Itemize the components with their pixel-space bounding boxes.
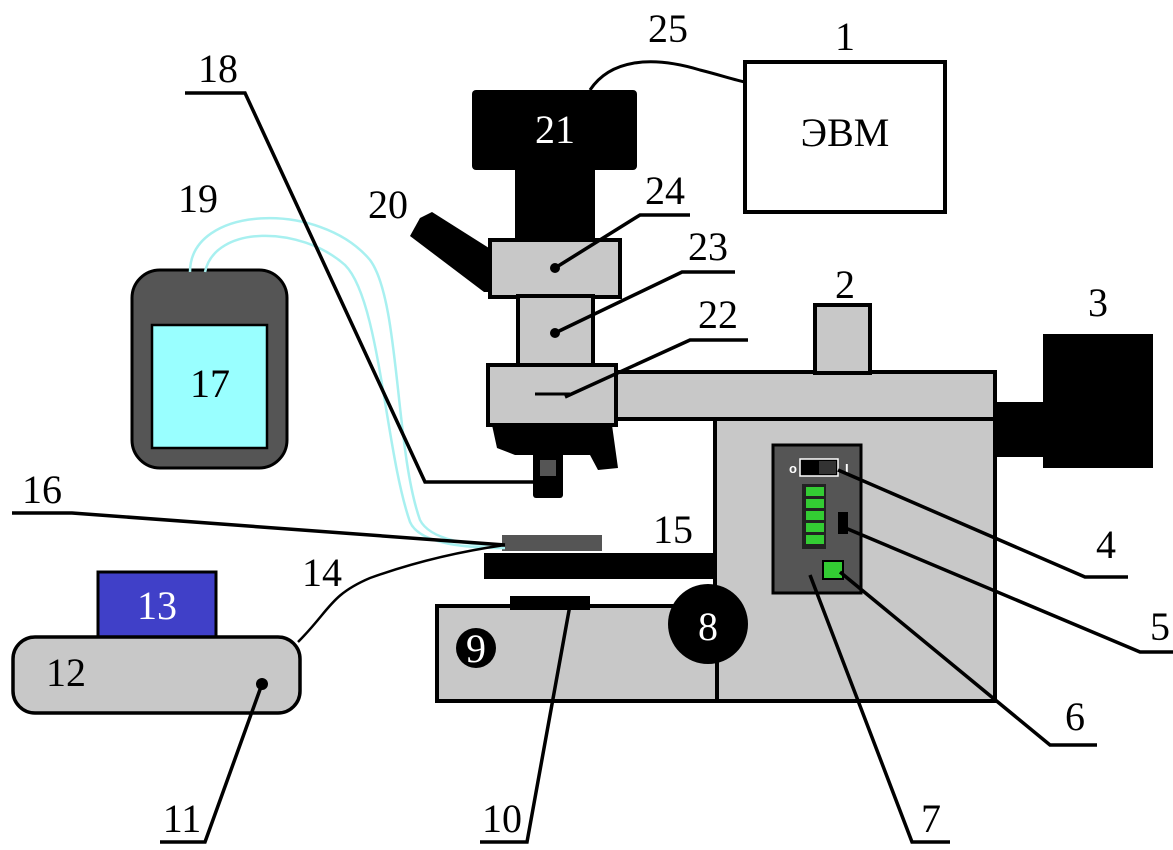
green-button[interactable]: [822, 560, 844, 580]
label-3: 3: [1088, 280, 1108, 325]
label-25: 25: [648, 6, 688, 51]
camera-label: 21: [535, 107, 575, 152]
module-24: [488, 238, 622, 299]
nosepiece: [492, 425, 618, 470]
switch-on-mark: I: [845, 461, 849, 476]
label-18: 18: [198, 46, 238, 91]
label-24: 24: [645, 168, 685, 213]
small-knob[interactable]: [838, 512, 848, 534]
label-20: 20: [368, 182, 408, 227]
label-16: 16: [22, 467, 62, 512]
focus-knob[interactable]: 8: [668, 584, 748, 664]
reservoir: 17: [130, 268, 289, 470]
microscope-arm: [608, 370, 997, 421]
switch-off-mark: o: [789, 461, 797, 476]
label-6: 6: [1065, 694, 1085, 739]
label-14: 14: [302, 550, 342, 595]
label-22: 22: [698, 292, 738, 337]
label-7: 7: [921, 796, 941, 841]
stage-knob-label: 9: [466, 626, 486, 671]
camera: 21: [472, 90, 637, 243]
control-panel: o I: [771, 443, 863, 595]
label-4: 4: [1096, 522, 1116, 567]
computer-box: ЭВМ: [743, 60, 947, 214]
eyepiece-tube: [813, 303, 872, 375]
lamp-housing: [995, 334, 1153, 468]
reservoir-label: 17: [190, 361, 230, 406]
controller-cable: [297, 543, 506, 643]
label-2: 2: [835, 262, 855, 307]
label-19: 19: [178, 176, 218, 221]
objective-lens: [540, 460, 556, 476]
stage-knob[interactable]: 9: [456, 626, 496, 671]
stage: [484, 553, 716, 579]
computer-text: ЭВМ: [801, 110, 890, 155]
label-11: 11: [163, 796, 202, 841]
controller-label: 12: [46, 650, 86, 695]
camera-cable: [588, 60, 746, 91]
power-switch-toggle: [819, 461, 836, 474]
leader-lines: [12, 91, 1173, 844]
label-23: 23: [688, 224, 728, 269]
label-1: 1: [835, 14, 855, 59]
sample: [502, 535, 602, 551]
base-window: [510, 596, 590, 610]
focus-knob-label: 8: [698, 604, 718, 649]
controller: 13 12: [11, 570, 302, 715]
label-5: 5: [1150, 604, 1170, 649]
label-15: 15: [653, 507, 693, 552]
label-10: 10: [482, 796, 522, 841]
side-port: [410, 212, 500, 292]
indicator-led-bar: [802, 484, 826, 549]
controller-display-label: 13: [137, 583, 177, 628]
